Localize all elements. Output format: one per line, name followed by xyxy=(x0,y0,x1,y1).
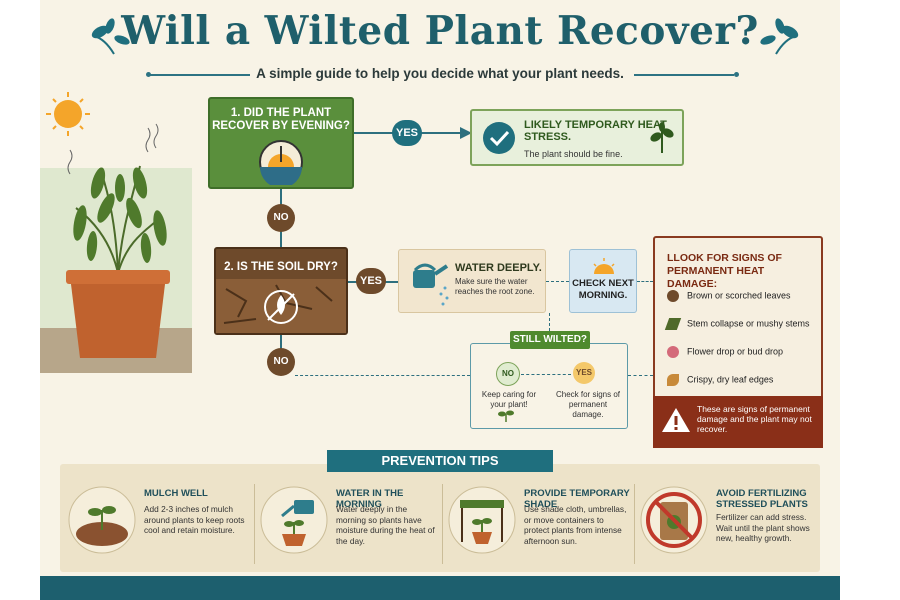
infographic-canvas: Will a Wilted Plant Recover? A simple gu… xyxy=(40,0,840,600)
stem-icon xyxy=(664,318,682,330)
dotted-connector xyxy=(546,281,569,282)
signs-title: LLOOK FOR SIGNS OF PERMANENT HEAT DAMAGE… xyxy=(667,252,782,290)
tip-text: Water deeply in the morning so plants ha… xyxy=(336,504,435,546)
leaf-icon xyxy=(650,122,674,153)
dotted-connector xyxy=(637,281,653,282)
tip-fertilizer: AVOID FERTILIZING STRESSED PLANTS Fertil… xyxy=(640,482,816,566)
watering-can-icon xyxy=(413,263,449,306)
yes-badge: YES xyxy=(392,120,422,146)
clock-icon xyxy=(259,140,303,185)
tip-text: Add 2-3 inches of mulch around plants to… xyxy=(144,504,245,535)
prevention-banner: PREVENTION TIPS xyxy=(327,450,553,472)
warning-box: These are signs of permanent damage and … xyxy=(653,396,823,448)
water-deeply-box: WATER DEEPLY. Make sure the water reache… xyxy=(398,249,546,313)
wilted-plant-illustration xyxy=(40,92,192,373)
answer-text: The plant should be fine. xyxy=(524,149,623,159)
answer-temporary-stress-box: LIKELY TEMPORARY HEAT STRESS. The plant … xyxy=(470,109,684,166)
checkmark-icon xyxy=(483,122,515,154)
dotted-connector xyxy=(549,313,550,331)
sun-icon xyxy=(54,100,82,128)
page-title: Will a Wilted Plant Recover? xyxy=(121,8,759,54)
divider xyxy=(442,484,443,564)
still-yes-text: Check for signs of permanent damage. xyxy=(555,390,621,419)
sign-item: Crispy, dry leaf edges xyxy=(667,374,817,386)
no-badge: NO xyxy=(496,362,520,386)
sign-item: Brown or scorched leaves xyxy=(667,290,817,302)
tip-shade: PROVIDE TEMPORARY SHADE Use shade cloth,… xyxy=(448,482,632,566)
mulch-icon xyxy=(68,486,136,554)
dotted-connector xyxy=(295,375,470,376)
tip-text: Fertilizer can add stress. Wait until th… xyxy=(716,512,810,543)
sunrise-icon xyxy=(593,258,615,274)
question-2-box: 2. IS THE SOIL DRY? xyxy=(214,247,348,335)
water-text: Make sure the water reaches the root zon… xyxy=(455,277,535,296)
water-title: WATER DEEPLY. xyxy=(455,262,542,274)
warning-text: These are signs of permanent damage and … xyxy=(697,404,812,434)
divider xyxy=(254,484,255,564)
no-badge: NO xyxy=(267,348,295,376)
subtitle-rule xyxy=(150,74,250,76)
subtitle-dot xyxy=(734,72,739,77)
flower-icon xyxy=(667,346,679,358)
tip-water: WATER IN THE MORNING Water deeply in the… xyxy=(260,482,440,566)
question-1-box: 1. DID THE PLANT RECOVER BY EVENING? xyxy=(208,97,354,189)
yes-badge: YES xyxy=(356,268,386,294)
sprout-icon xyxy=(498,410,514,422)
tip-title: PROVIDE TEMPORARY SHADE xyxy=(524,488,630,510)
dotted-connector xyxy=(628,375,653,376)
question-1-text: 1. DID THE PLANT RECOVER BY EVENING? xyxy=(212,107,350,132)
dotted-connector xyxy=(521,374,571,375)
still-wilted-box: NO YES Keep caring for your plant! Check… xyxy=(470,343,628,429)
watering-can-icon xyxy=(260,486,328,554)
tip-text: Use shade cloth, umbrellas, or move cont… xyxy=(524,504,627,546)
sign-item: Flower drop or bud drop xyxy=(667,346,817,358)
no-fertilizer-icon xyxy=(640,486,708,554)
still-wilted-title: STILL WILTED? xyxy=(510,331,590,349)
check-title: CHECK NEXT MORNING. xyxy=(572,278,634,301)
leaf-icon xyxy=(760,18,799,55)
check-next-morning-box: CHECK NEXT MORNING. xyxy=(569,249,637,313)
subtitle-dot xyxy=(146,72,151,77)
answer-title: LIKELY TEMPORARY HEAT STRESS. xyxy=(524,119,667,143)
leaf-icon xyxy=(667,290,679,302)
shade-icon xyxy=(448,486,516,554)
no-badge: NO xyxy=(267,204,295,232)
dry-soil-illustration xyxy=(216,279,346,333)
leaf-icon xyxy=(91,18,130,55)
subtitle-rule xyxy=(634,74,734,76)
tip-mulch: MULCH WELL Add 2-3 inches of mulch aroun… xyxy=(68,482,254,566)
arrow-icon xyxy=(460,127,472,139)
sign-item: Stem collapse or mushy stems xyxy=(664,318,817,330)
dry-leaf-icon xyxy=(667,374,679,386)
page-subtitle: A simple guide to help you decide what y… xyxy=(256,66,624,81)
tip-title: WATER IN THE MORNING xyxy=(336,488,404,510)
tip-title: MULCH WELL xyxy=(144,488,208,499)
tip-title: AVOID FERTILIZING STRESSED PLANTS xyxy=(716,488,808,510)
yes-badge: YES xyxy=(573,362,595,384)
question-2-text: 2. IS THE SOIL DRY? xyxy=(224,261,338,273)
warning-icon xyxy=(662,408,690,432)
divider xyxy=(634,484,635,564)
footer-bar xyxy=(40,576,840,600)
still-no-text: Keep caring for your plant! xyxy=(481,390,537,409)
